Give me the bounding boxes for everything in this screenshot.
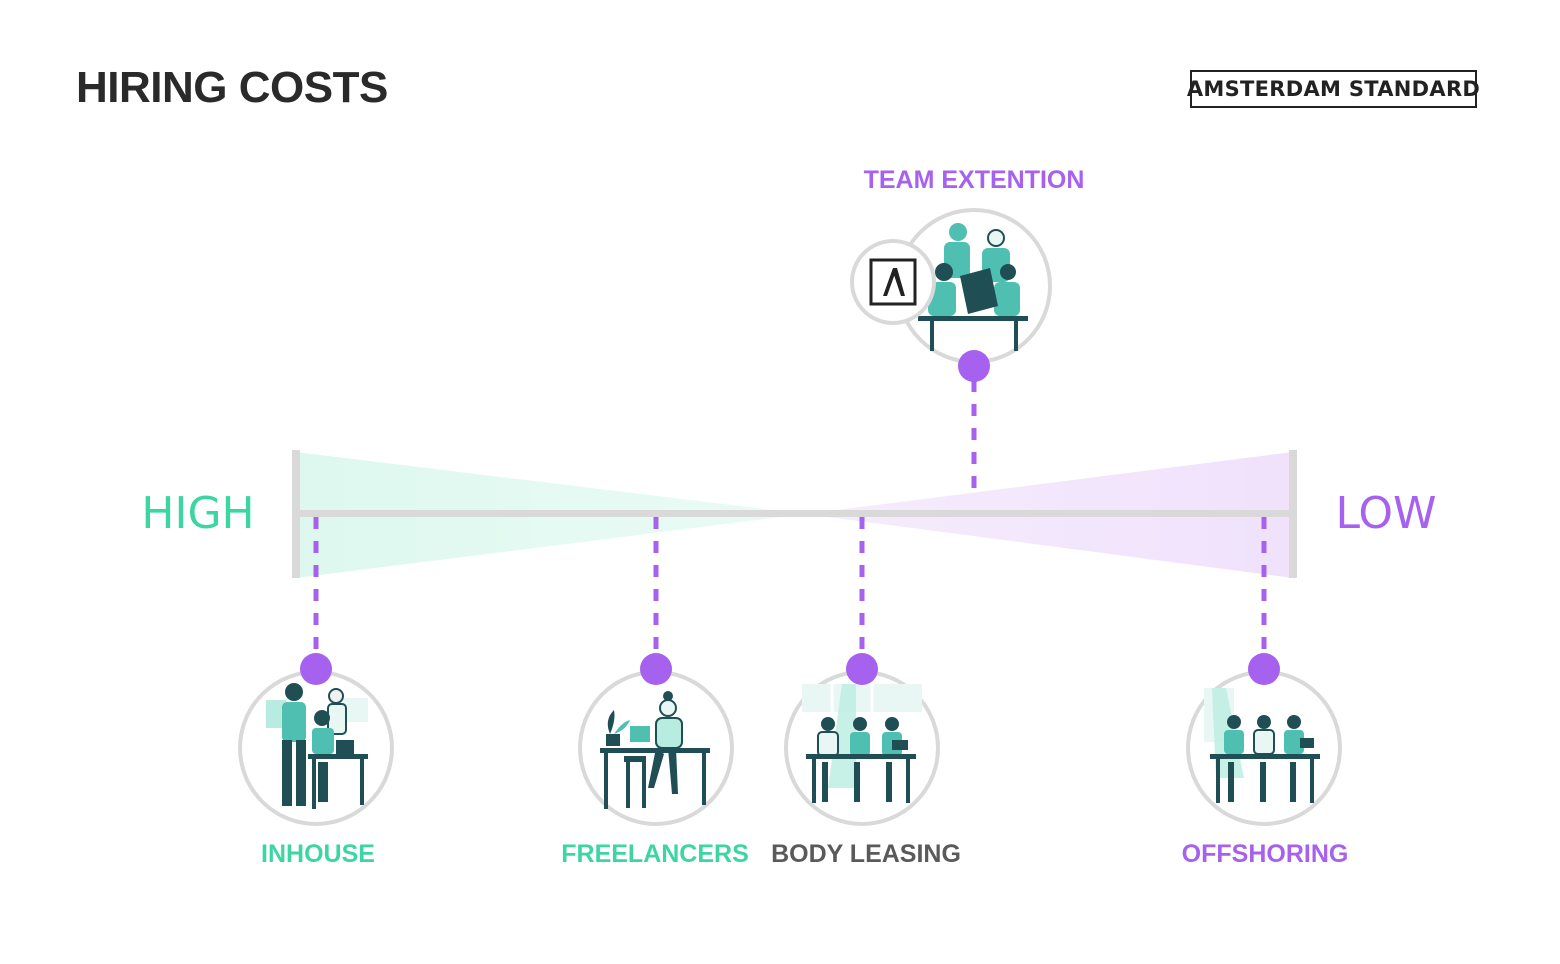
scale-end-left bbox=[292, 450, 300, 578]
body-leasing-node bbox=[846, 653, 878, 685]
high-label: HIGH bbox=[141, 488, 254, 539]
brand-logo: AMSTERDAM STANDARD bbox=[1186, 70, 1481, 108]
freelancers-node bbox=[640, 653, 672, 685]
brand-logo-text: AMSTERDAM STANDARD bbox=[1186, 77, 1481, 101]
team-extention-label: TEAM EXTENTION bbox=[863, 166, 1085, 194]
team-desks-illustration bbox=[784, 670, 940, 826]
freelancers-label: FREELANCERS bbox=[561, 840, 749, 868]
team-desks-illustration bbox=[1186, 670, 1342, 826]
team-extention-node bbox=[958, 350, 990, 382]
scale-axis bbox=[296, 510, 1293, 517]
page-title: HIRING COSTS bbox=[76, 63, 388, 112]
freelancer-desk-illustration bbox=[578, 670, 734, 826]
amsterdam-standard-mark-icon bbox=[883, 268, 905, 296]
team-meeting-illustration bbox=[896, 208, 1052, 364]
amsterdam-standard-badge bbox=[850, 239, 936, 325]
inhouse-node bbox=[300, 653, 332, 685]
low-label: LOW bbox=[1335, 488, 1436, 539]
inhouse-label: INHOUSE bbox=[261, 840, 375, 868]
body-leasing-label: BODY LEASING bbox=[771, 840, 961, 868]
offshoring-node bbox=[1248, 653, 1280, 685]
scale-end-right bbox=[1289, 450, 1297, 578]
team-office-illustration bbox=[238, 670, 394, 826]
offshoring-label: OFFSHORING bbox=[1181, 840, 1349, 868]
